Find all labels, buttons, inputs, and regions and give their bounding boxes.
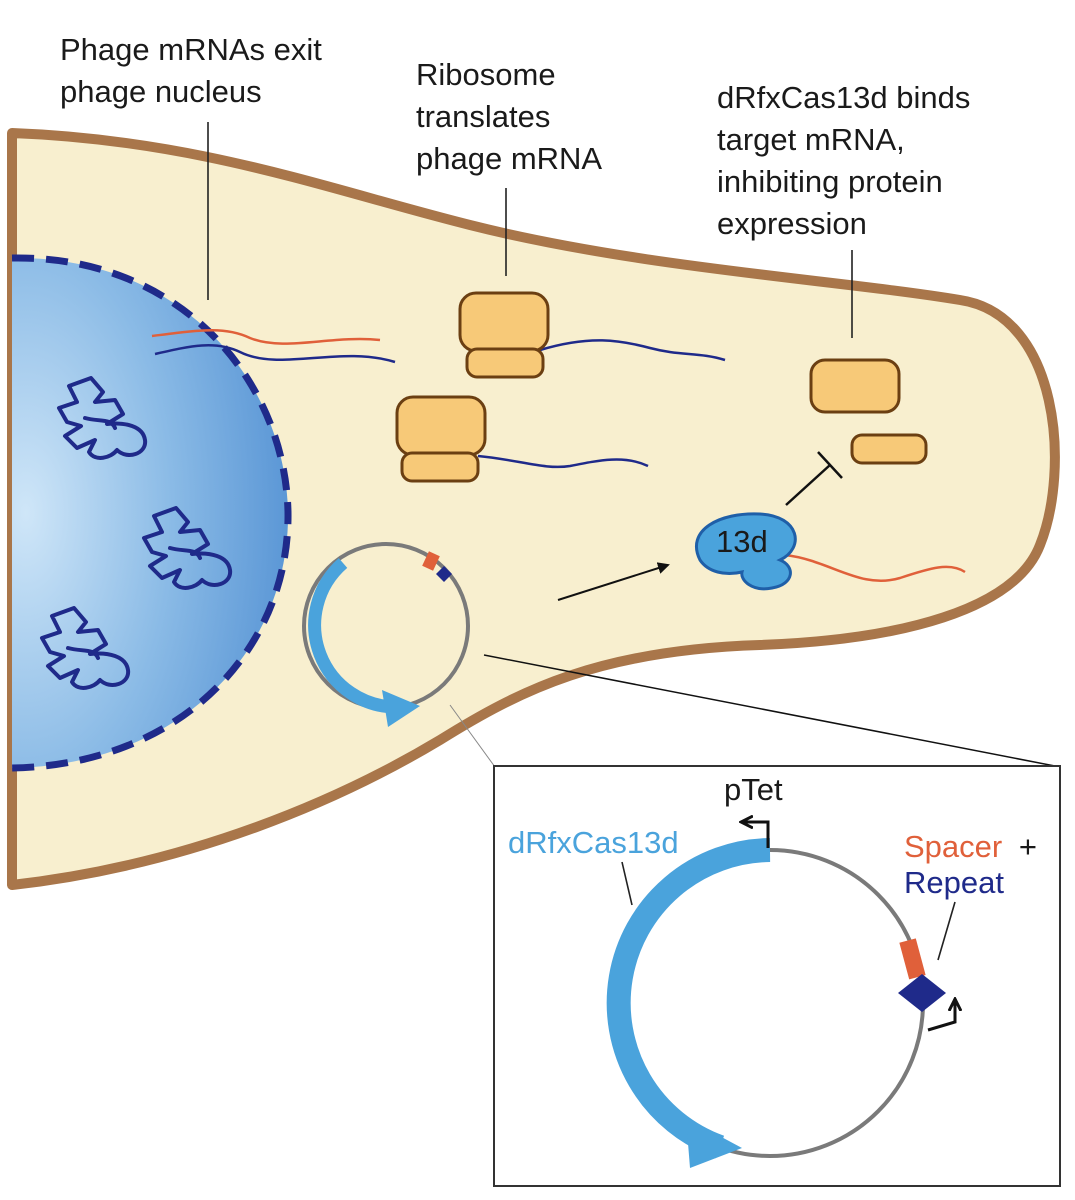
phage-dna-icon xyxy=(142,506,233,590)
ribosome-label: Ribosome translates phage mRNA xyxy=(416,57,602,176)
plasmid-inset xyxy=(493,765,1061,1187)
repeat-diamond-icon xyxy=(898,974,946,1012)
mrna-exit-label: Phage mRNAs exit phage nucleus xyxy=(60,32,331,109)
ribosome-icon xyxy=(809,358,928,465)
promoter-arrow-icon xyxy=(927,1000,955,1032)
cell-membrane xyxy=(7,128,1060,890)
promoter-arrow-icon xyxy=(742,822,770,848)
cas13d-label: 13d xyxy=(716,524,768,559)
inhibition-bar-icon xyxy=(785,451,843,506)
phage-dna-icon xyxy=(40,606,131,690)
cas13d-binds-label: dRfxCas13d binds target mRNA, inhibiting… xyxy=(717,80,979,241)
phage-dna-icon xyxy=(57,376,148,460)
ribosome-icon xyxy=(458,291,726,379)
leader-line xyxy=(937,901,956,961)
expression-arrow xyxy=(557,562,670,601)
cas13d-protein-icon: 13d xyxy=(695,512,797,591)
leader-line xyxy=(621,861,633,906)
plasmid-map xyxy=(606,838,946,1168)
spacer-segment xyxy=(899,938,926,980)
gene-label: dRfxCas13d xyxy=(508,825,679,860)
spacer-repeat-label: Spacer + Repeat xyxy=(904,829,1046,900)
plasmid-icon xyxy=(302,542,470,727)
zoom-line xyxy=(449,704,496,768)
target-mrna xyxy=(784,553,966,583)
zoom-line xyxy=(483,654,1061,768)
phage-mrna-exiting xyxy=(154,343,396,364)
phage-nucleus xyxy=(11,254,292,772)
promoter-label: pTet xyxy=(724,772,783,807)
gene-arrowhead xyxy=(686,1118,742,1168)
ribosome-icon xyxy=(395,395,649,483)
target-mrna-exiting xyxy=(151,328,381,345)
